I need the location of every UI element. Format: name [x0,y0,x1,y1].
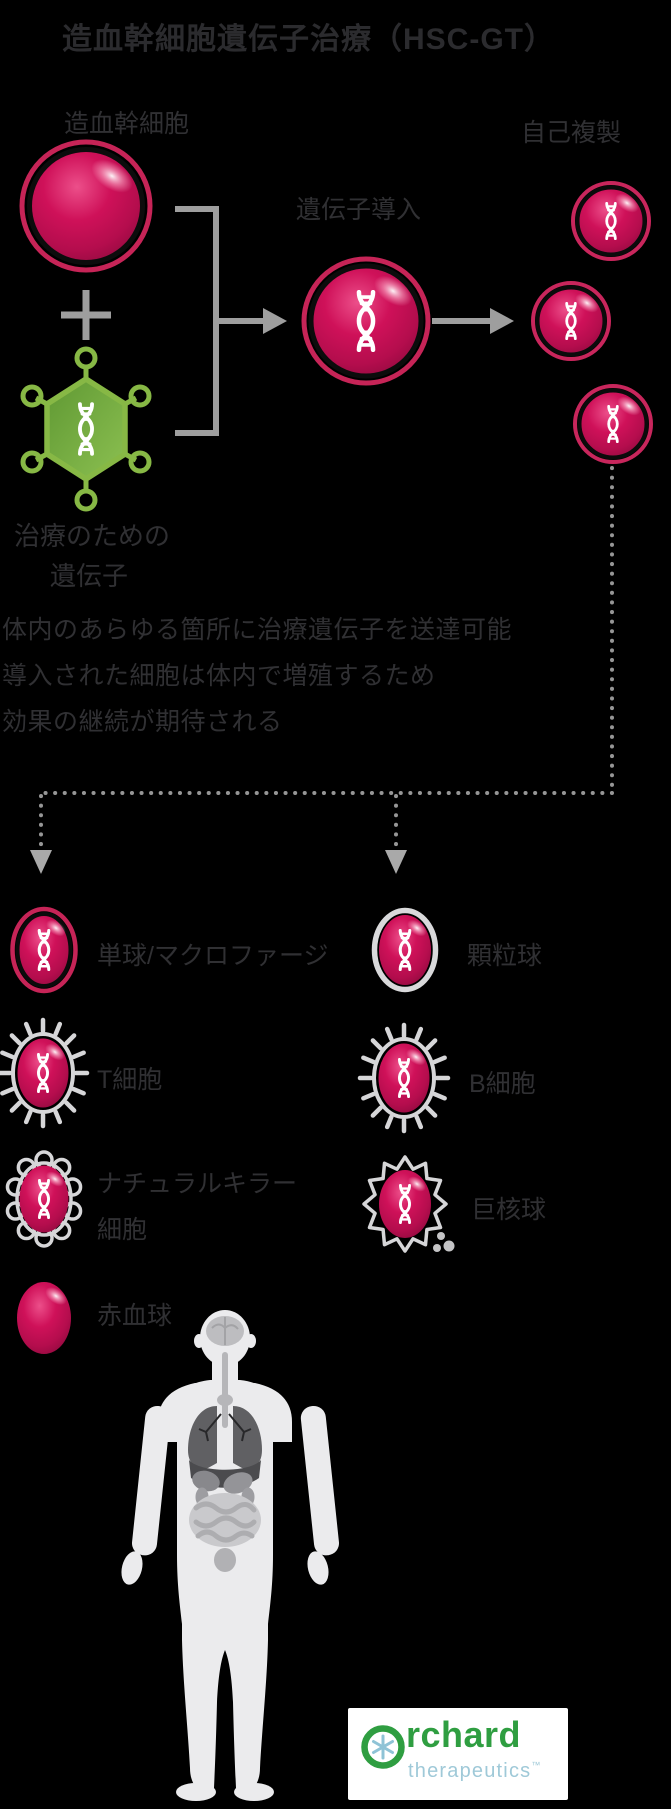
nk-cell-icon [5,1150,83,1248]
logo-brand-text: rchard [406,1714,522,1755]
replicated-cell-icon [573,384,653,464]
orchard-o-icon [361,1725,405,1769]
red-blood-cell-icon [17,1282,71,1354]
replicated-cell-icon [531,281,611,361]
transduction-label: 遺伝子導入 [296,196,422,224]
self-renewal-label: 自己複製 [521,119,622,147]
megakaryocyte-icon [362,1155,455,1253]
viral-vector-icon [20,346,152,512]
b-cell-label: B細胞 [469,1070,536,1098]
self-renewal-arrow [432,308,514,334]
stem-cell-icon [19,139,153,273]
human-body-figure [121,1310,340,1801]
granulocyte-icon [371,907,439,993]
description-line: 効果の継続が期待される [2,708,283,736]
page-title: 造血幹細胞遺伝子治療（HSC-GT） [62,23,555,56]
b-cell-icon [357,1022,451,1134]
t-cell-label: T細胞 [97,1066,163,1094]
arrow-right-icon [490,308,514,334]
arrow-down-icon [30,850,52,874]
stem-cell-label: 造血幹細胞 [64,110,190,138]
replicated-cell-icon [571,181,651,261]
description-line: 体内のあらゆる箇所に治療遺伝子を送達可能 [2,616,513,644]
platelet-dots-icon [433,1232,455,1252]
monocyte-label: 単球/マクロファージ [97,942,329,970]
vector-label-line2: 遺伝子 [50,561,129,591]
dotted-connector [39,466,614,847]
orchard-logo: rchard therapeutics™ [348,1708,568,1800]
megakaryocyte-label: 巨核球 [471,1196,547,1224]
logo-subtitle: therapeutics™ [408,1760,542,1782]
bracket-connector [175,206,287,436]
granulocyte-label: 顆粒球 [467,942,543,970]
t-cell-icon [0,1017,90,1129]
arrow-down-icon [385,850,407,874]
vector-label-line1: 治療のための [14,521,171,551]
red-blood-cell-label: 赤血球 [97,1302,173,1330]
arrow-right-icon [263,308,287,334]
nk-cell-label-line2: 細胞 [97,1216,148,1244]
plus-icon [61,290,111,340]
description-line: 導入された細胞は体内で増殖するため [2,662,436,690]
transduced-cell-icon [301,256,431,386]
organs-illustration [188,1316,262,1572]
trademark-mark: ™ [531,1760,542,1770]
nk-cell-label-line1: ナチュラルキラー [97,1170,298,1198]
monocyte-icon [10,906,78,994]
